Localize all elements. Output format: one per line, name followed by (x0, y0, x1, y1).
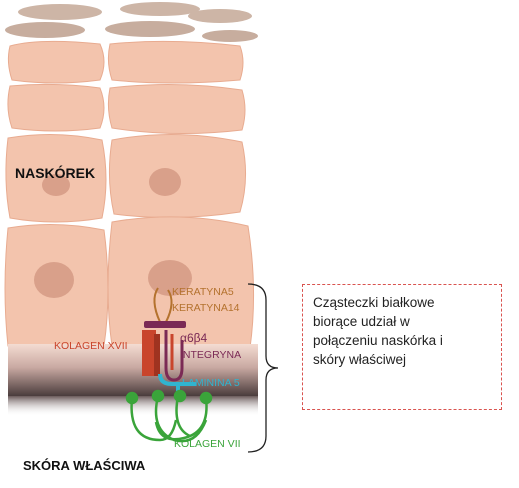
keratin5-label: KERATYNA5 (172, 286, 234, 298)
collagen7-anchor (151, 389, 165, 403)
collagen7-label: KOLAGEN VII (174, 438, 241, 450)
keratin-fiber (165, 289, 173, 323)
collagen7-fiber (130, 397, 178, 442)
nucleus (148, 260, 192, 296)
flat-cell (105, 21, 195, 37)
flat-cell (18, 4, 102, 20)
flat-cell (120, 2, 200, 16)
basement-membrane (8, 344, 258, 396)
epidermal-cell (7, 40, 105, 84)
integrin-alpha (164, 330, 184, 382)
collagen17-label: KOLAGEN XVII (54, 340, 128, 352)
flat-cells (5, 2, 258, 42)
laminin-label: LAMININA 5 (182, 377, 240, 389)
nucleus (34, 262, 74, 298)
flat-cell (5, 22, 85, 38)
nucleus (149, 168, 181, 196)
integrin-shape (164, 330, 184, 382)
callout-line: biorące udział w (313, 314, 410, 329)
nucleus (42, 174, 70, 196)
keratin-fibers (153, 287, 173, 323)
callout-line: skóry właściwej (313, 352, 407, 367)
keratin-fiber (153, 287, 161, 323)
callout-box: Cząsteczki białkowe biorące udział w poł… (302, 284, 502, 410)
epidermal-cell (107, 40, 244, 84)
keratin14-label: KERATYNA14 (172, 302, 240, 314)
epidermis-label: NASKÓREK (15, 165, 96, 181)
collagen17-shape (142, 330, 156, 376)
collagen17-shadow (154, 334, 160, 376)
callout-line: Cząsteczki białkowe (313, 295, 435, 310)
flat-cell (188, 9, 252, 23)
nuclei (34, 168, 192, 298)
callout-line: połączeniu naskórka i (313, 333, 443, 348)
collagen7-fiber (154, 397, 208, 441)
integrin-label: INTEGRYNA (180, 349, 242, 361)
collagen7-shape (125, 389, 213, 443)
brace (247, 283, 279, 453)
dermis-shading (8, 396, 258, 416)
collagen7-anchor (125, 391, 139, 405)
integrin-symbol-label: α6β4 (180, 331, 208, 345)
flat-cell (202, 30, 258, 42)
collagen7-anchor (199, 391, 213, 405)
collagen7-anchor (173, 389, 187, 403)
hemidesmosome-plaque (144, 321, 186, 328)
dermis-label: SKÓRA WŁAŚCIWA (23, 458, 146, 473)
epidermal-cell (7, 83, 105, 132)
epidermal-cell (107, 83, 246, 135)
